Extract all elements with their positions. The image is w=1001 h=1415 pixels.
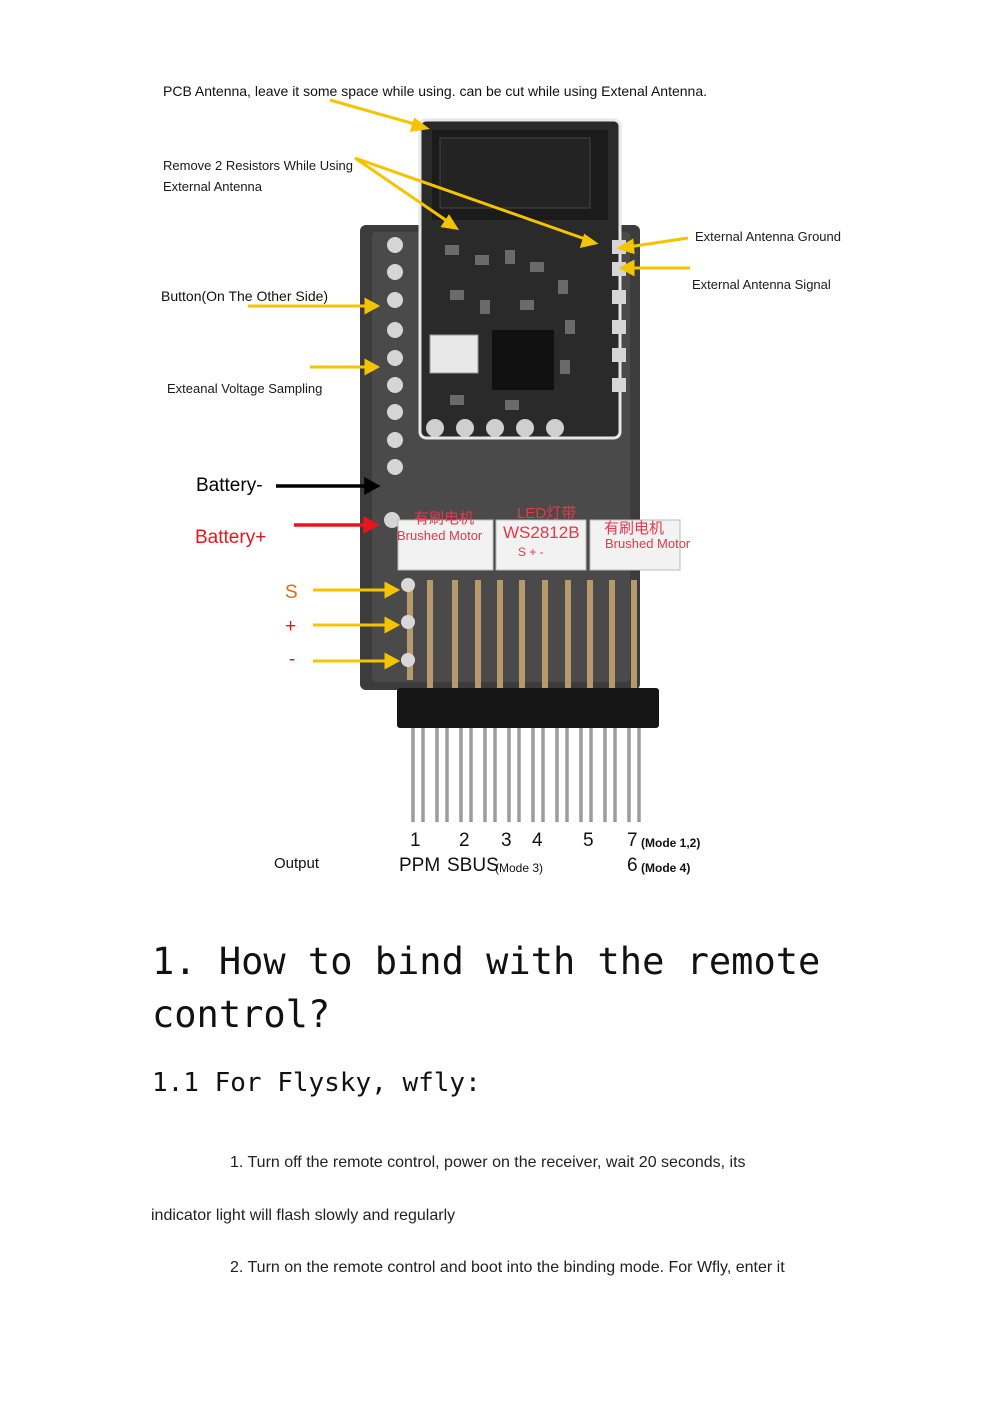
pin-2-label: 2 — [459, 830, 470, 851]
label-voltage-sampling: Exteanal Voltage Sampling — [167, 381, 323, 396]
led-connector — [495, 519, 587, 571]
label-output: Output — [274, 855, 320, 872]
sbus-label: SBUS — [447, 855, 499, 876]
step2-line1: 2. Turn on the remote control and boot i… — [230, 1259, 785, 1276]
ppm-label: PPM — [399, 855, 441, 876]
arrow-ext-signal — [618, 259, 690, 277]
pin-5-label: 5 — [583, 830, 594, 851]
pin-6-label: 6 — [627, 855, 638, 876]
pin-7-mode: (Mode 1,2) — [641, 836, 701, 850]
label-led-cn: LED灯带 — [517, 505, 577, 522]
step1-line1: 1. Turn off the remote control, power on… — [230, 1154, 746, 1171]
section-subheading: 1.1 For Flysky, wfly: — [152, 1068, 481, 1098]
arrow-pcb-antenna — [329, 98, 430, 132]
arrow-battery-minus — [276, 477, 381, 495]
label-battery-plus: Battery+ — [195, 527, 267, 548]
label-motor1-en: Brushed Motor — [397, 528, 483, 543]
arrow-servo-plus — [313, 616, 401, 634]
label-motor2-en: Brushed Motor — [605, 536, 691, 551]
motor-connector-2 — [589, 519, 681, 571]
arrow-ext-ground — [616, 236, 689, 255]
label-pcb-antenna: PCB Antenna, leave it some space while u… — [163, 83, 708, 99]
step1-line2: indicator light will flash slowly and re… — [151, 1207, 456, 1224]
label-servo-plus: + — [285, 616, 297, 637]
label-remove-resistors-2: External Antenna — [163, 179, 263, 194]
label-button: Button(On The Other Side) — [161, 288, 329, 304]
label-ext-antenna-ground: External Antenna Ground — [695, 229, 841, 244]
label-servo-s: S — [285, 582, 298, 603]
main-chip — [492, 330, 554, 390]
motor-connector-1 — [397, 519, 494, 571]
label-servo-minus: - — [289, 649, 296, 670]
arrow-battery-plus — [294, 516, 380, 534]
arrow-voltage — [310, 358, 381, 376]
pin-header — [397, 688, 659, 728]
pin-4-label: 4 — [532, 830, 543, 851]
arrow-servo-minus — [313, 652, 401, 670]
label-led-pins: S + - — [518, 545, 544, 559]
sbus-mode: (Mode 3) — [495, 861, 544, 875]
label-led-model: WS2812B — [503, 523, 580, 542]
label-battery-minus: Battery- — [196, 475, 263, 496]
label-motor1-cn: 有刷电机 — [414, 510, 475, 527]
arrow-resistors — [354, 156, 599, 249]
pin-6-mode: (Mode 4) — [641, 861, 691, 875]
pin-1-label: 1 — [410, 830, 421, 851]
section-heading: 1. How to bind with the remote control? — [152, 940, 821, 1036]
crystal — [429, 334, 479, 374]
receiver-board-photo — [248, 98, 690, 822]
label-ext-antenna-signal: External Antenna Signal — [692, 277, 831, 292]
arrow-button — [248, 297, 381, 315]
label-remove-resistors-1: Remove 2 Resistors While Using — [163, 158, 354, 173]
arrow-servo-s — [313, 581, 401, 599]
pin-7-label: 7 — [627, 830, 638, 851]
pin-3-label: 3 — [501, 830, 512, 851]
label-motor2-cn: 有刷电机 — [604, 520, 665, 537]
